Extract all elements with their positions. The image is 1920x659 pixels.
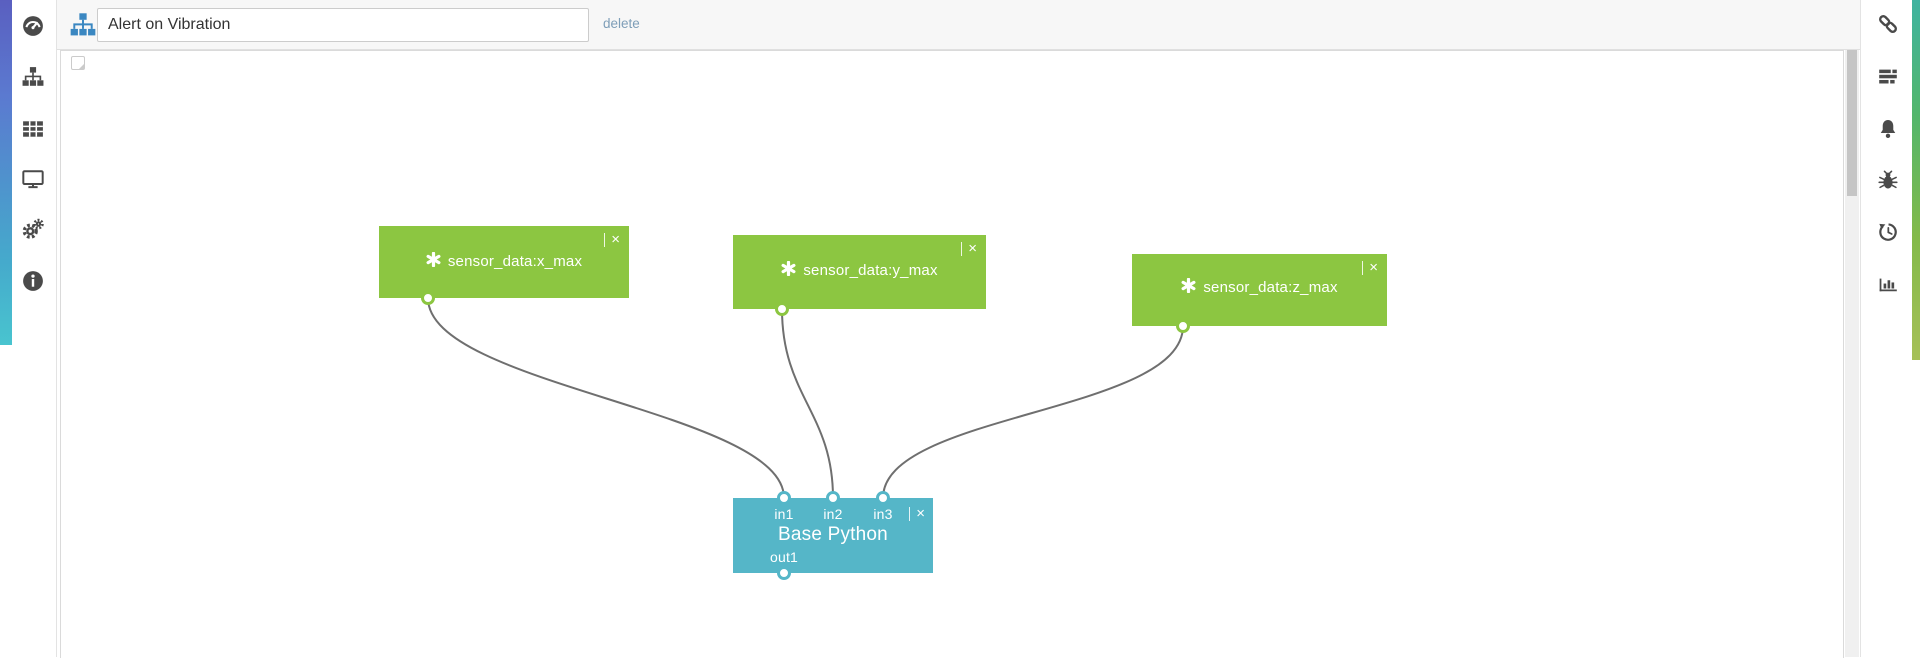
sidebar-item-debug[interactable] — [1876, 169, 1900, 193]
sidebar-item-info[interactable] — [21, 269, 45, 293]
close-icon: × — [916, 505, 925, 522]
input-port-in1[interactable] — [777, 491, 791, 505]
node-label: Base Python — [778, 524, 888, 545]
canvas-scrollbar[interactable] — [1845, 50, 1859, 657]
wire-xmax-to-in1 — [427, 297, 785, 499]
sidebar-item-flows[interactable] — [21, 65, 45, 89]
close-icon: × — [1369, 259, 1378, 276]
right-sidebar — [1860, 0, 1912, 657]
right-accent-gradient — [1912, 0, 1920, 360]
scrollbar-thumb[interactable] — [1847, 50, 1857, 196]
header-bar: delete — [57, 0, 1860, 50]
sidebar-item-analytics[interactable] — [1876, 271, 1900, 295]
node-close-button[interactable]: × — [604, 231, 620, 248]
node-sensor-data-y-max[interactable]: sensor_data:y_max × — [733, 235, 986, 309]
monitor-icon — [22, 168, 44, 190]
port-label-in1: in1 — [774, 506, 794, 522]
output-port-x-max[interactable] — [421, 291, 435, 305]
sidebar-item-list[interactable] — [1876, 64, 1900, 88]
sidebar-item-history[interactable] — [1876, 220, 1900, 244]
asterisk-icon — [426, 251, 441, 271]
flow-canvas[interactable]: sensor_data:x_max × — [60, 50, 1844, 658]
node-close-button[interactable]: × — [1362, 259, 1378, 276]
flow-name-input[interactable] — [97, 8, 589, 42]
port-label-out1: out1 — [769, 549, 799, 565]
flow-sitemap-icon — [70, 12, 96, 38]
node-close-button[interactable]: × — [961, 240, 977, 257]
left-accent-gradient — [0, 0, 12, 345]
node-label: sensor_data:y_max — [803, 262, 938, 279]
sidebar-item-tables[interactable] — [21, 117, 45, 141]
node-base-python[interactable]: in1 in2 in3 × Base Python out1 — [733, 498, 933, 573]
node-close-button[interactable]: × — [909, 505, 925, 522]
input-port-in3[interactable] — [876, 491, 890, 505]
output-port-z-max[interactable] — [1176, 319, 1190, 333]
close-icon: × — [968, 240, 977, 257]
output-port-out1[interactable] — [777, 566, 791, 580]
asterisk-icon — [781, 260, 796, 280]
asterisk-icon — [1181, 277, 1196, 297]
sidebar-item-dashboard[interactable] — [21, 14, 45, 38]
analytics-bar-chart-icon — [1877, 272, 1899, 294]
port-label-in2: in2 — [823, 506, 843, 522]
sidebar-item-links[interactable] — [1876, 12, 1900, 36]
link-icon — [1877, 13, 1899, 35]
node-label: sensor_data:z_max — [1203, 279, 1338, 296]
wire-ymax-to-in2 — [781, 308, 834, 499]
connection-wires — [427, 297, 1184, 499]
left-sidebar — [12, 0, 57, 657]
wire-zmax-to-in3 — [882, 325, 1184, 499]
history-icon — [1877, 221, 1899, 243]
note-tool-icon[interactable] — [71, 56, 85, 70]
sidebar-item-notifications[interactable] — [1876, 117, 1900, 141]
settings-gears-icon — [22, 218, 44, 240]
node-sensor-data-z-max[interactable]: sensor_data:z_max × — [1132, 254, 1387, 326]
node-label: sensor_data:x_max — [447, 253, 583, 270]
separator — [1362, 261, 1364, 275]
flows-sitemap-icon — [22, 66, 44, 88]
output-port-y-max[interactable] — [775, 302, 789, 316]
delete-flow-link[interactable]: delete — [603, 16, 640, 31]
node-sensor-data-x-max[interactable]: sensor_data:x_max × — [379, 226, 629, 298]
separator — [961, 242, 963, 256]
dashboard-gauge-icon — [22, 15, 44, 37]
input-port-in2[interactable] — [826, 491, 840, 505]
separator — [604, 233, 606, 247]
sidebar-item-monitor[interactable] — [21, 167, 45, 191]
debug-bug-icon — [1877, 170, 1899, 192]
list-icon — [1877, 65, 1899, 87]
info-icon — [22, 270, 44, 292]
close-icon: × — [611, 231, 620, 248]
notifications-bell-icon — [1877, 118, 1899, 140]
port-label-in3: in3 — [873, 506, 893, 522]
sidebar-item-settings[interactable] — [21, 217, 45, 241]
separator — [909, 507, 911, 521]
data-table-icon — [22, 118, 44, 140]
